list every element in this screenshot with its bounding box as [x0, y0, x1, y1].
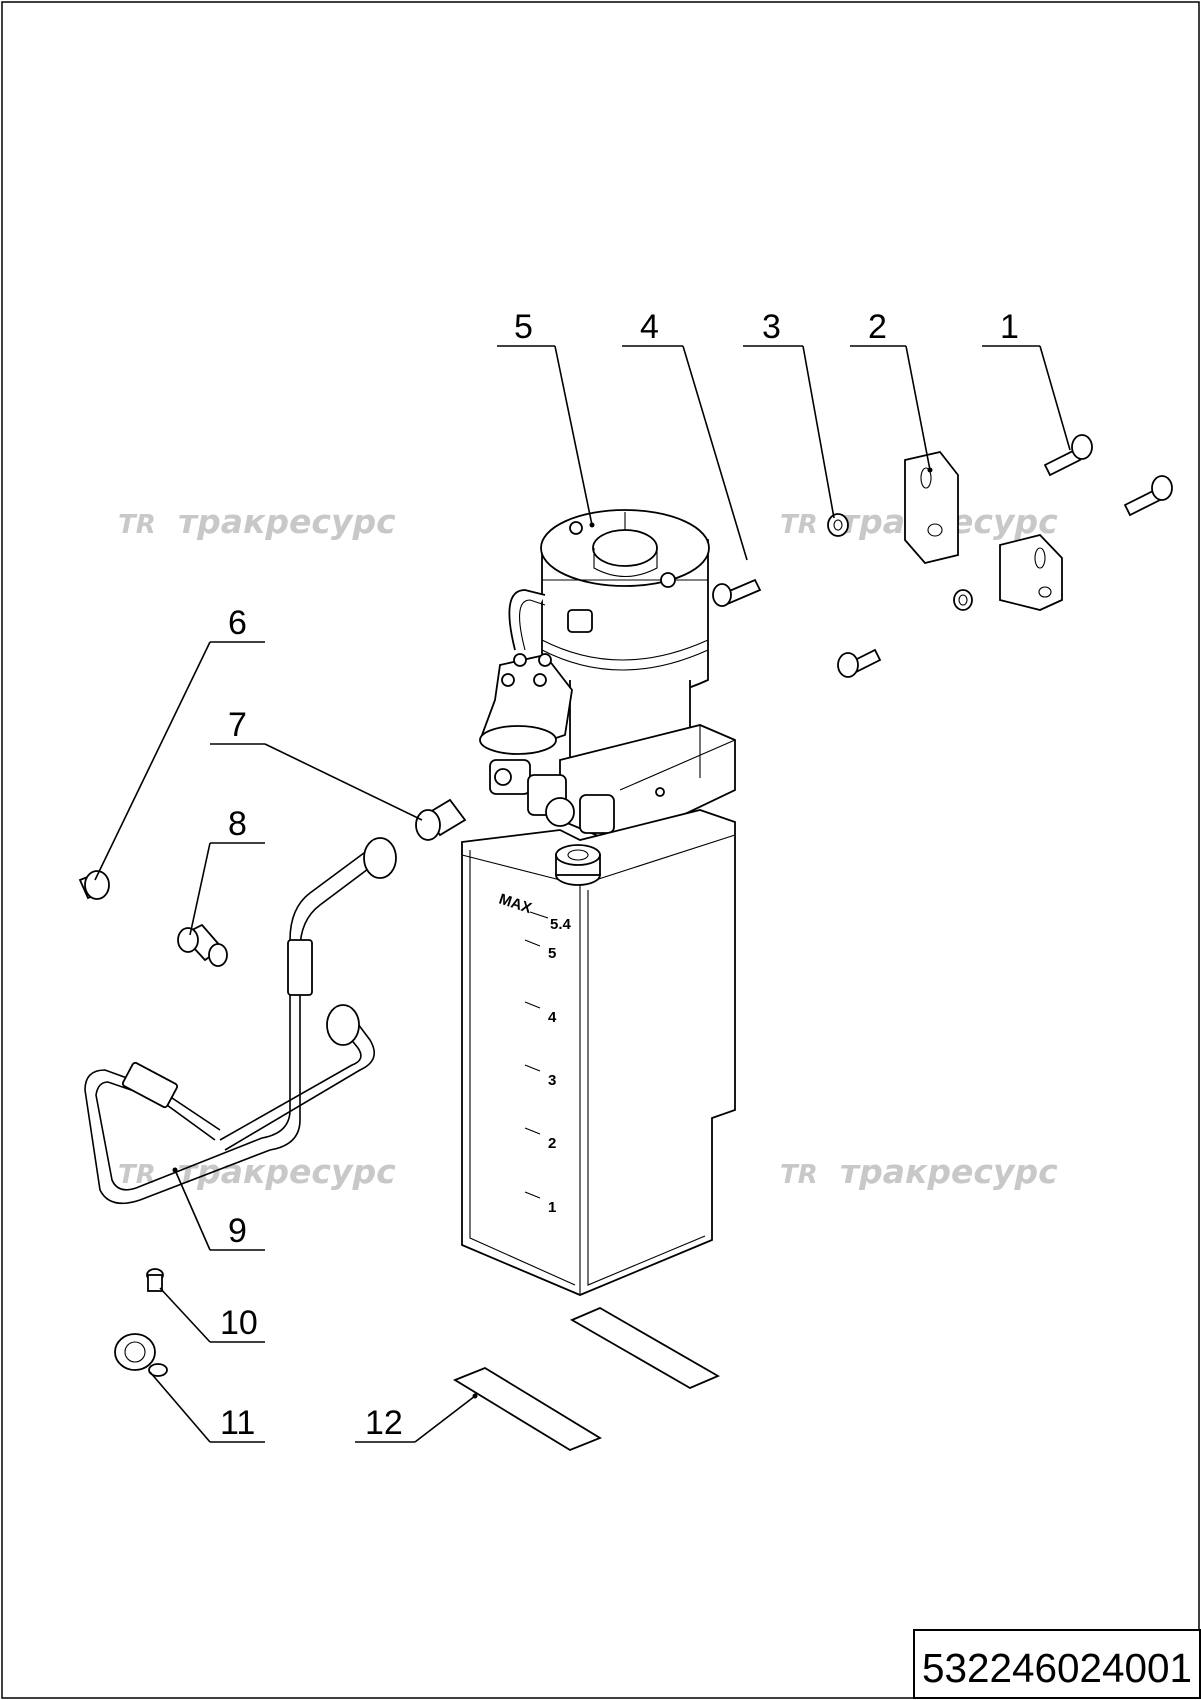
svg-text:2: 2: [548, 1135, 556, 1152]
callout-1: 1: [1000, 308, 1019, 346]
svg-text:TR: TR: [118, 1160, 156, 1190]
part-10-screw: [146, 1268, 164, 1292]
drawing-number-box: 532246024001: [913, 1629, 1201, 1699]
part-6-cap: [78, 870, 110, 900]
callout-4: 4: [640, 308, 659, 346]
svg-text:TR: TR: [780, 510, 818, 540]
part-2-mounting-plate: [904, 450, 1063, 611]
callout-9: 9: [228, 1212, 247, 1250]
part-9-hose-assembly: [84, 837, 397, 1205]
callout-7: 7: [228, 706, 247, 744]
part-11-clamp: [114, 1333, 168, 1377]
callout-8: 8: [228, 805, 247, 843]
svg-text:1: 1: [548, 1199, 556, 1216]
callout-leaders: [94, 345, 1071, 1443]
watermark-bottom-left: TR тракресурс: [118, 1152, 396, 1191]
callout-5: 5: [514, 308, 533, 346]
part-8-fitting: [177, 923, 228, 967]
callout-2: 2: [868, 308, 887, 346]
callout-11: 11: [220, 1404, 255, 1442]
callout-3: 3: [762, 308, 781, 346]
part-12-pad: [452, 1306, 721, 1452]
watermark-top-left: TR тракресурс: [118, 502, 396, 541]
svg-text:4: 4: [548, 1009, 557, 1026]
part-7-adapter: [415, 798, 467, 841]
oil-tank: MAX 5.4 5 4 3 2 1: [461, 809, 736, 1296]
callout-10: 10: [220, 1304, 258, 1342]
svg-text:TR: TR: [118, 510, 156, 540]
svg-text:тракресурс: тракресурс: [178, 502, 396, 541]
part-5-hydraulic-pump-motor: [479, 509, 736, 846]
callout-6: 6: [228, 604, 247, 642]
svg-text:3: 3: [548, 1072, 556, 1089]
svg-text:5.4: 5.4: [550, 916, 572, 933]
part-3-washer: [827, 513, 973, 611]
svg-text:тракресурс: тракресурс: [840, 1152, 1058, 1191]
callout-12: 12: [365, 1404, 403, 1442]
tank-level-scale: MAX 5.4 5 4 3 2 1: [497, 891, 572, 1216]
watermark-bottom-right: TR тракресурс: [780, 1152, 1058, 1191]
callout-labels: 5 4 3 2 1 6 7 8 9 10 11 12: [220, 308, 1019, 1442]
svg-text:5: 5: [548, 945, 556, 962]
drawing-number: 532246024001: [922, 1645, 1192, 1691]
part-1-bolt: [712, 434, 1173, 678]
svg-text:TR: TR: [780, 1160, 818, 1190]
